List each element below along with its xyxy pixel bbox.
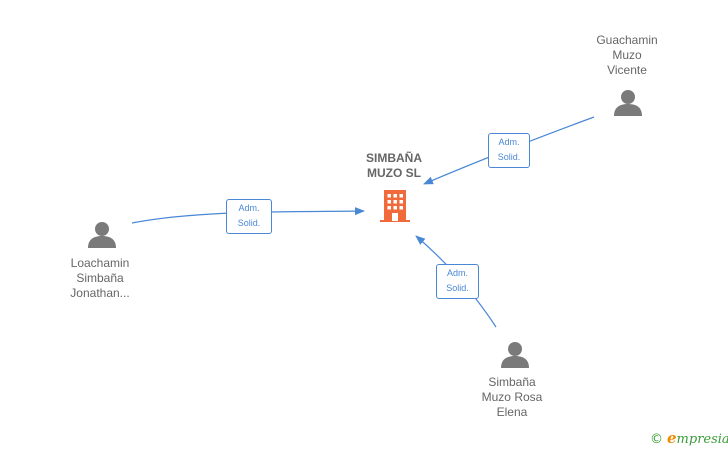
edge-label-loachamin: Adm. Solid. <box>226 199 272 234</box>
person-name-guachamin[interactable]: Guachamin Muzo Vicente <box>596 33 658 77</box>
person-name-loachamin[interactable]: Loachamin Simbaña Jonathan... <box>70 256 130 300</box>
person-icon <box>501 342 529 368</box>
person-icon <box>88 222 116 248</box>
person-icon <box>614 90 642 116</box>
company-name[interactable]: SIMBAÑA MUZO SL <box>366 151 422 180</box>
brand-name: mpresia <box>676 432 728 447</box>
copyright-symbol: © <box>650 432 663 447</box>
edge-label-guachamin: Adm. Solid. <box>488 133 530 168</box>
brand-initial: e <box>667 429 677 447</box>
person-name-simbana[interactable]: Simbaña Muzo Rosa Elena <box>481 375 543 419</box>
building-icon <box>380 190 410 222</box>
edge-label-simbana: Adm. Solid. <box>436 264 479 299</box>
brand-logo: © empresia <box>650 429 728 447</box>
